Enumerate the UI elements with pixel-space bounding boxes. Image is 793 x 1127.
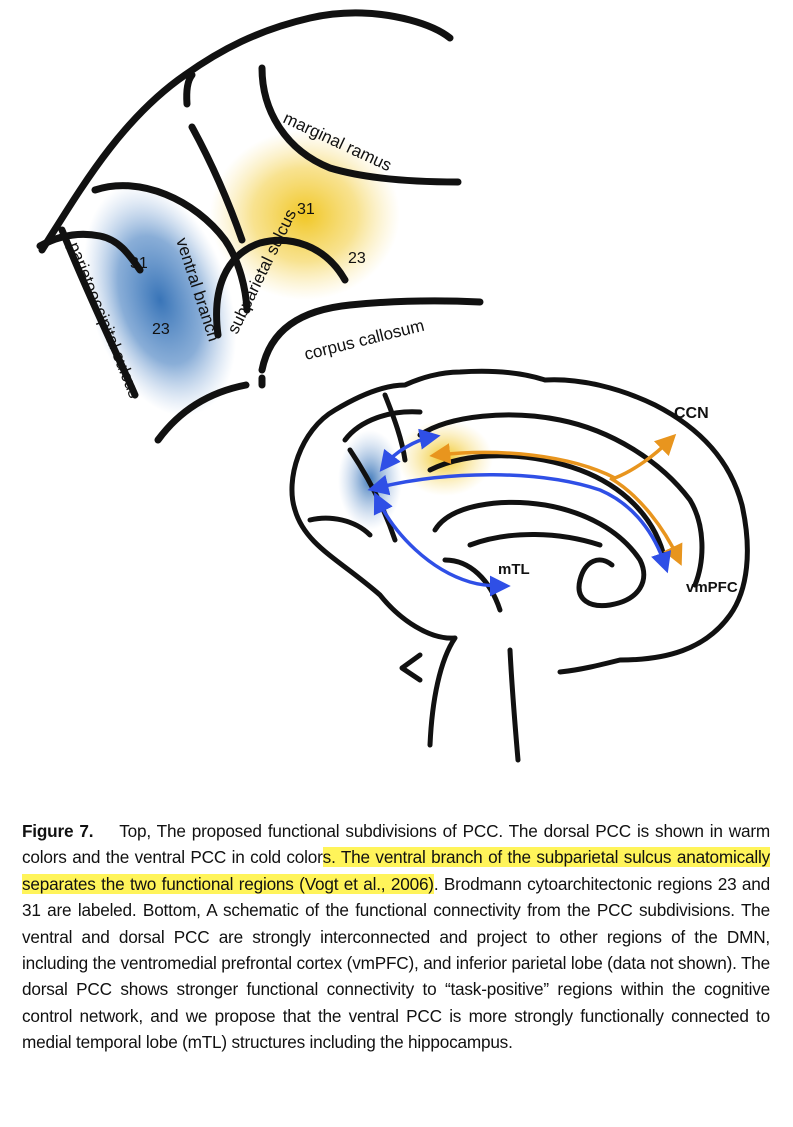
fornix-line (467, 532, 603, 548)
lower-contour-line (154, 381, 250, 444)
figure-label: Figure 7. (22, 821, 94, 841)
ba31-ventral-label: 31 (130, 255, 148, 272)
caption-text-after: . Brodmann cytoarchitectonic regions 23 … (22, 873, 771, 1053)
marginal-ramus-line (258, 64, 462, 186)
medial-wall-line (342, 409, 423, 443)
ccn-label: CCN (674, 405, 709, 422)
brainstem-right-line (507, 647, 521, 763)
vmpfc-label: vmPFC (686, 579, 738, 596)
corpus-callosum-outline (258, 297, 484, 374)
dorsal-to-ccn-arrow (429, 433, 677, 480)
calcarine-line (307, 515, 373, 538)
top-panel: marginal ramus 31 23 subparietal sulcus … (36, 9, 484, 444)
figure-7-illustration: marginal ramus 31 23 subparietal sulcus … (36, 9, 750, 763)
vertical-sulcus-line (188, 123, 246, 244)
ventral-dorsal-interconnection-arrow (379, 428, 441, 472)
ventral-to-mtl-arrow (373, 492, 511, 597)
ventral-branch-line (91, 182, 251, 314)
bottom-panel: CCN vmPFC mTL (289, 368, 750, 763)
caption-text-before: Top, The proposed functional subdivision… (22, 821, 770, 868)
ba31-dorsal-label: 31 (297, 201, 315, 218)
outer-contour-line (38, 9, 454, 254)
parietooccipital-lower-line (58, 226, 139, 399)
corpus-callosum-label: corpus callosum (302, 316, 426, 364)
ba23-ventral-label: 23 (152, 321, 170, 338)
upper-sulcus-line (183, 71, 196, 108)
mtl-label: mTL (498, 561, 530, 578)
subparietal-sulcus-line (213, 236, 349, 339)
ventral-to-vmpfc-arrow (367, 473, 672, 574)
cerebellum-notch (399, 652, 423, 683)
parietooccipital-sulcus-line (36, 230, 144, 274)
figure-caption: Figure 7.Top, The proposed functional su… (22, 818, 770, 1056)
ba23-dorsal-label: 23 (348, 250, 366, 267)
corpus-callosum-bottom (432, 499, 647, 609)
